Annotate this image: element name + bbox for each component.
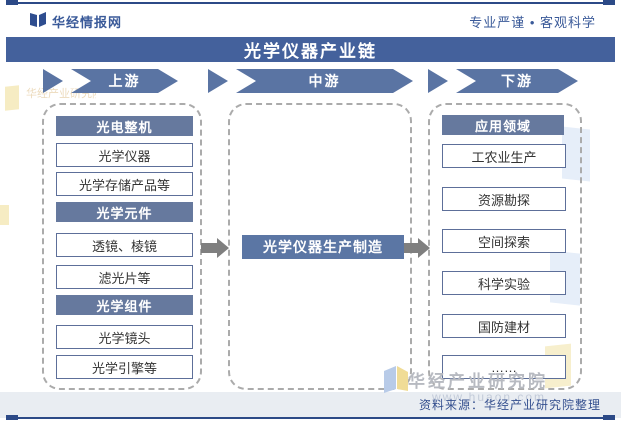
slogan-text: 专业严谨 • 客观科学	[469, 15, 596, 30]
bottom-rule-left-dash	[6, 415, 18, 420]
top-rule-right-dash	[603, 0, 615, 5]
bottom-rule	[6, 417, 615, 419]
downstream-item: 科学实验	[442, 271, 566, 295]
midstream-box: 光学仪器生产制造	[242, 235, 404, 259]
upstream-item: 滤光片等	[56, 265, 193, 289]
top-rule	[6, 2, 615, 4]
bottom-rule-right-dash	[603, 415, 615, 420]
downstream-item: 国防建材	[442, 314, 566, 338]
stage-label: 下游	[501, 73, 533, 89]
source-note: 资料来源：华经产业研究院整理	[418, 398, 601, 412]
top-rule-left-dash	[6, 0, 18, 5]
downstream-item: 空间探索	[442, 229, 566, 253]
midstream-container: 光学仪器生产制造	[228, 103, 412, 390]
brand-name: 华经情报网	[52, 15, 123, 30]
upstream-item: 光学镜头	[56, 325, 193, 349]
downstream-item: 工农业生产	[442, 144, 566, 168]
downstream-header: 应用领域	[442, 115, 564, 135]
stage-arrow-downstream: 下游	[428, 69, 578, 93]
upstream-item: 透镜、棱镜	[56, 233, 193, 257]
upstream-group-header: 光电整机	[56, 116, 193, 136]
downstream-container: 应用领域 工农业生产 资源勘探 空间探索 科学实验 国防建材 ……	[428, 103, 582, 390]
footer-strip	[0, 392, 621, 418]
right-arrow-icon	[404, 237, 430, 264]
upstream-group-header: 光学元件	[56, 202, 193, 222]
upstream-item: 光学仪器	[56, 143, 193, 167]
upstream-item: 光学存储产品等	[56, 172, 193, 196]
deco-yellow-shape	[0, 205, 9, 225]
page-title: 光学仪器产业链	[6, 37, 615, 62]
stage-label: 中游	[308, 73, 341, 89]
watermark-name: 华经产业研究院	[408, 372, 548, 391]
brand-logo-icon	[30, 12, 47, 32]
right-arrow-icon	[201, 237, 229, 264]
stage-arrow-upstream: 上游	[43, 69, 178, 93]
stage-label: 上游	[108, 73, 141, 89]
upstream-item: 光学引擎等	[56, 355, 193, 379]
downstream-item: ……	[442, 355, 566, 379]
upstream-group-header: 光学组件	[56, 295, 193, 315]
upstream-container: 光电整机 光学仪器 光学存储产品等 光学元件 透镜、棱镜 滤光片等 光学组件 光…	[42, 103, 202, 390]
deco-yellow-shape	[5, 85, 19, 111]
downstream-item: 资源勘探	[442, 187, 566, 211]
watermark-logo-icon	[384, 366, 408, 398]
watermark-url: www.huaon.com	[432, 390, 547, 404]
stage-arrow-midstream: 中游	[208, 69, 413, 93]
